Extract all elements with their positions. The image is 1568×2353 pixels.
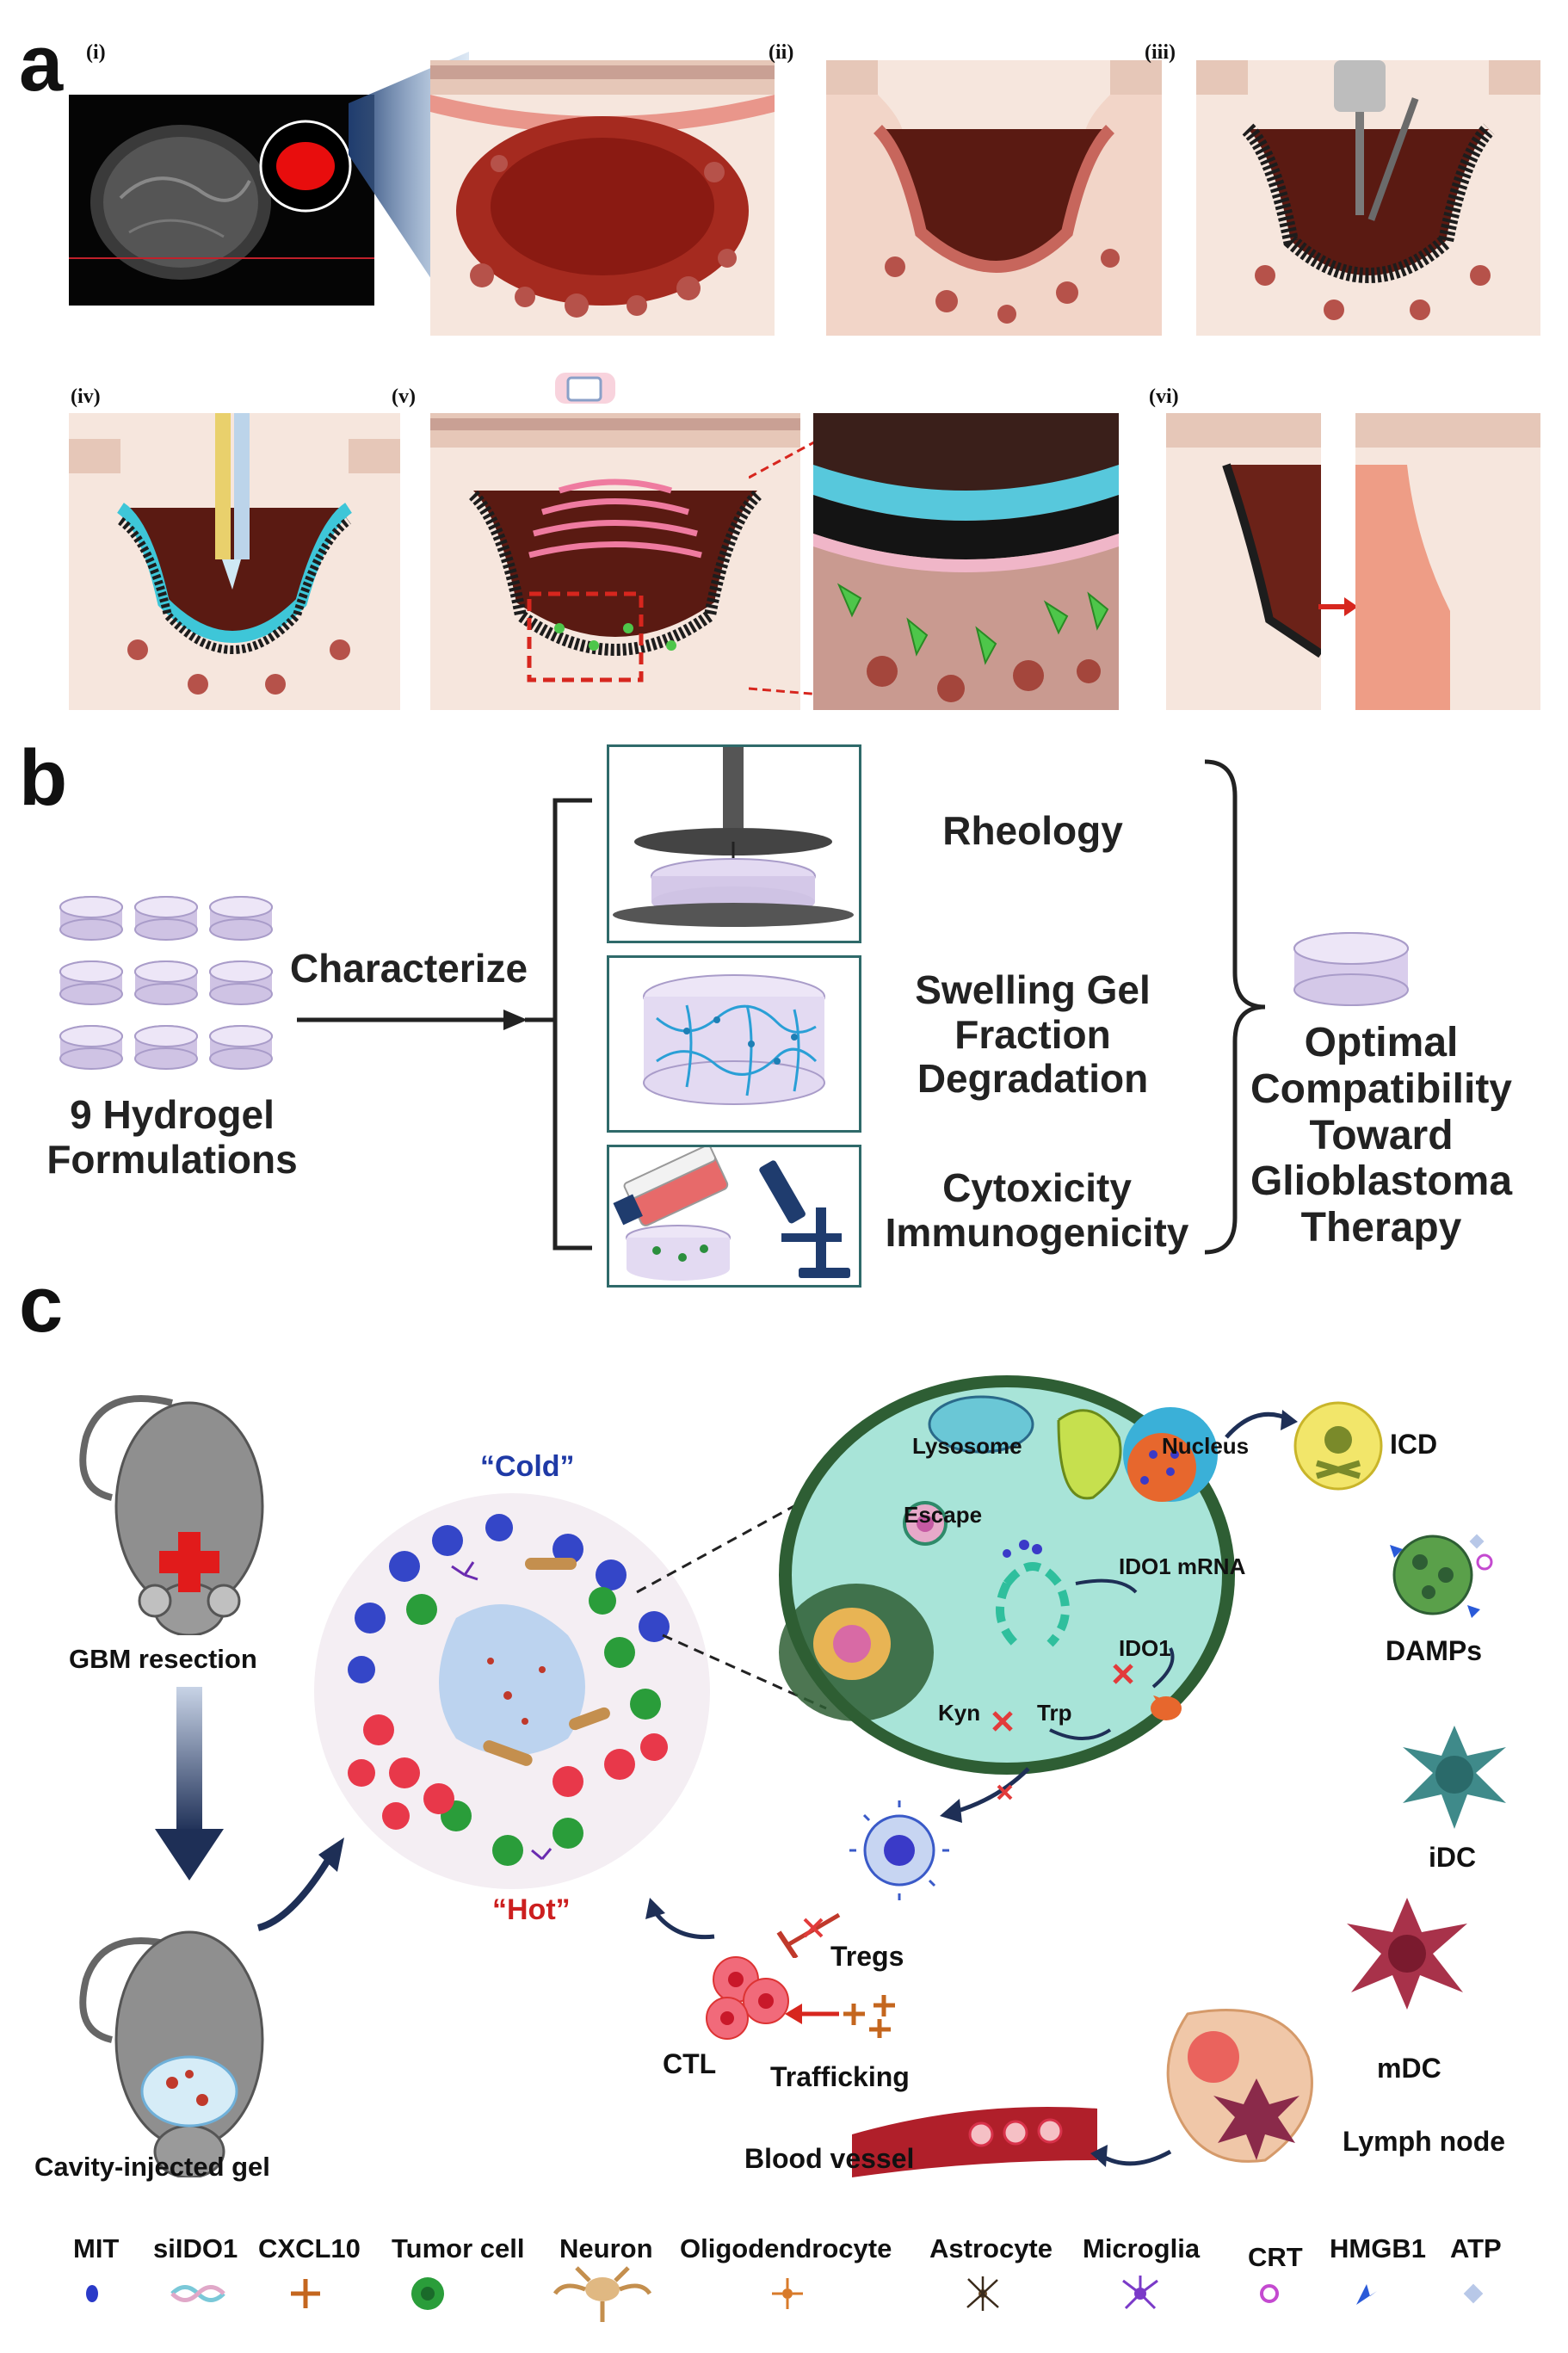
mouse-injected-icon <box>79 1930 264 2177</box>
ctl-label: CTL <box>663 2048 717 2079</box>
tregs-label: Tregs <box>830 1941 904 1972</box>
tumor-panel-i <box>430 60 775 336</box>
legend-label-neuron: Neuron <box>559 2233 653 2263</box>
blood-vessel-icon <box>852 2107 1097 2177</box>
legend-label-oligodendrocyte: Oligodendrocyte <box>680 2233 892 2263</box>
icd-cell-icon <box>1293 1401 1383 1491</box>
cavity-injected-gel-label: Cavity-injected gel <box>34 2152 270 2182</box>
gel-application-panel-iii <box>1196 60 1540 336</box>
hydrogel-grid-icon <box>59 896 273 1070</box>
mit-icon <box>86 2285 98 2302</box>
recovered-panel-vi <box>1355 413 1540 710</box>
arrow-ctl-to-tumor <box>645 1898 715 1940</box>
nucleus-label: Nucleus <box>1162 1433 1250 1459</box>
rheology-label: Rheology <box>942 808 1123 853</box>
cxcl10-icon <box>291 2279 320 2308</box>
characterize-label: Characterize <box>289 946 528 991</box>
outcome-label: Optimal Compatibility Toward Glioblastom… <box>1250 1020 1513 1251</box>
panel-a-letter: a <box>19 20 64 108</box>
outcome-brace <box>1204 759 1266 1255</box>
step-label-i: (i) <box>86 41 106 64</box>
cold-label: “Cold” <box>480 1450 575 1483</box>
legend-label-tumor-cell: Tumor cell <box>392 2233 525 2263</box>
legend-label-mit: MIT <box>73 2233 120 2263</box>
atp-icon <box>1463 2283 1484 2304</box>
panel-c-letter: c <box>19 1261 64 1349</box>
swelling-label: Swelling Gel Fraction Degradation <box>915 967 1151 1102</box>
lymph-node-label: Lymph node <box>1343 2126 1506 2157</box>
hmgb1-icon <box>1356 2284 1377 2305</box>
damps-label: DAMPs <box>1386 1635 1483 1666</box>
gbm-resection-label: GBM resection <box>69 1644 257 1674</box>
trafficking-label: Trafficking <box>770 2061 910 2092</box>
step-label-vi: (vi) <box>1149 386 1179 408</box>
swelling-test-box <box>607 955 861 1133</box>
idc-cell-icon <box>1403 1726 1506 1829</box>
arrow-cell-to-icd <box>1225 1410 1298 1439</box>
legend-label-crt: CRT <box>1248 2242 1303 2272</box>
damps-cell-icon <box>1390 1534 1493 1618</box>
progression-arrow <box>1318 597 1358 616</box>
escape-label: Escape <box>904 1502 983 1528</box>
arrow-vessel-to-ctl <box>785 2004 839 2024</box>
hydrogel-formulations-label: 9 Hydrogel Formulations <box>46 1092 298 1182</box>
step-label-iii: (iii) <box>1145 41 1176 64</box>
crt-icon <box>1260 2284 1279 2303</box>
hot-label: “Hot” <box>492 1893 571 1926</box>
siido1-icon <box>170 2285 225 2302</box>
drug-vial-icon <box>551 366 620 409</box>
step-label-v: (v) <box>392 386 416 408</box>
mdc-cell-icon <box>1347 1898 1467 2010</box>
mouse-to-tumor-arrow <box>256 1837 344 1931</box>
neuron-icon <box>553 2266 652 2322</box>
trp-label: Trp <box>1037 1700 1072 1726</box>
legend-label-microglia: Microglia <box>1083 2233 1201 2263</box>
blood-vessel-label: Blood vessel <box>744 2143 915 2174</box>
ctl-cells-icon <box>706 1956 789 2040</box>
treg-inhibition-icon <box>776 1912 841 1958</box>
legend-label-astrocyte: Astrocyte <box>929 2233 1053 2263</box>
step-label-iv: (iv) <box>71 386 101 408</box>
tumor-cell-icon <box>411 2277 444 2310</box>
mri-scan <box>69 95 374 306</box>
microglia-icon <box>1122 2276 1158 2310</box>
ido1-mrna-label: IDO1 mRNA <box>1119 1553 1246 1579</box>
legend-label-hmgb1: HMGB1 <box>1330 2233 1426 2263</box>
optimal-hydrogel-icon <box>1293 932 1409 1006</box>
ido1-label: IDO1 <box>1119 1635 1171 1661</box>
oligodendrocyte-icon <box>772 2278 803 2309</box>
rheology-test-box <box>607 744 861 943</box>
chemokine-icon <box>843 1995 895 2038</box>
legend-label-siido1: siIDO1 <box>153 2233 238 2263</box>
downward-arrow <box>155 1687 224 1881</box>
cytotoxicity-label: Cytoxicity Immunogenicity <box>885 1165 1189 1255</box>
lymph-node-icon <box>1166 2009 1313 2163</box>
step-label-ii: (ii) <box>769 41 794 64</box>
cytotoxicity-test-box <box>607 1145 861 1288</box>
arrow-ln-to-vessel <box>1090 2145 1172 2167</box>
hydrogel-injection-panel-iv <box>69 413 400 710</box>
arrow-cell-to-treg <box>940 1767 1030 1823</box>
test-bracket <box>525 798 592 1251</box>
icd-label: ICD <box>1390 1429 1438 1460</box>
legend-label-atp: ATP <box>1450 2233 1502 2263</box>
panel-b-letter: b <box>19 734 68 822</box>
tumor-microenvironment <box>314 1493 710 1889</box>
mouse-resection-icon <box>79 1395 264 1635</box>
tumor-cell-zoom <box>779 1375 1235 1775</box>
characterize-arrow <box>297 1010 528 1030</box>
resection-panel-ii <box>826 60 1162 336</box>
lysosome-label: Lysosome <box>912 1433 1022 1459</box>
kyn-label: Kyn <box>938 1700 981 1726</box>
mdc-label: mDC <box>1377 2053 1441 2084</box>
before-recovery-panel-vi <box>1166 413 1321 710</box>
idc-label: iDC <box>1429 1842 1477 1873</box>
release-zoom-panel <box>813 413 1119 710</box>
astrocyte-icon <box>966 2276 999 2311</box>
drug-release-panel-v <box>430 413 800 710</box>
cell-zoom-lines <box>636 1491 827 1710</box>
treg-cell-icon <box>849 1800 949 1900</box>
legend-label-cxcl10: CXCL10 <box>258 2233 361 2263</box>
